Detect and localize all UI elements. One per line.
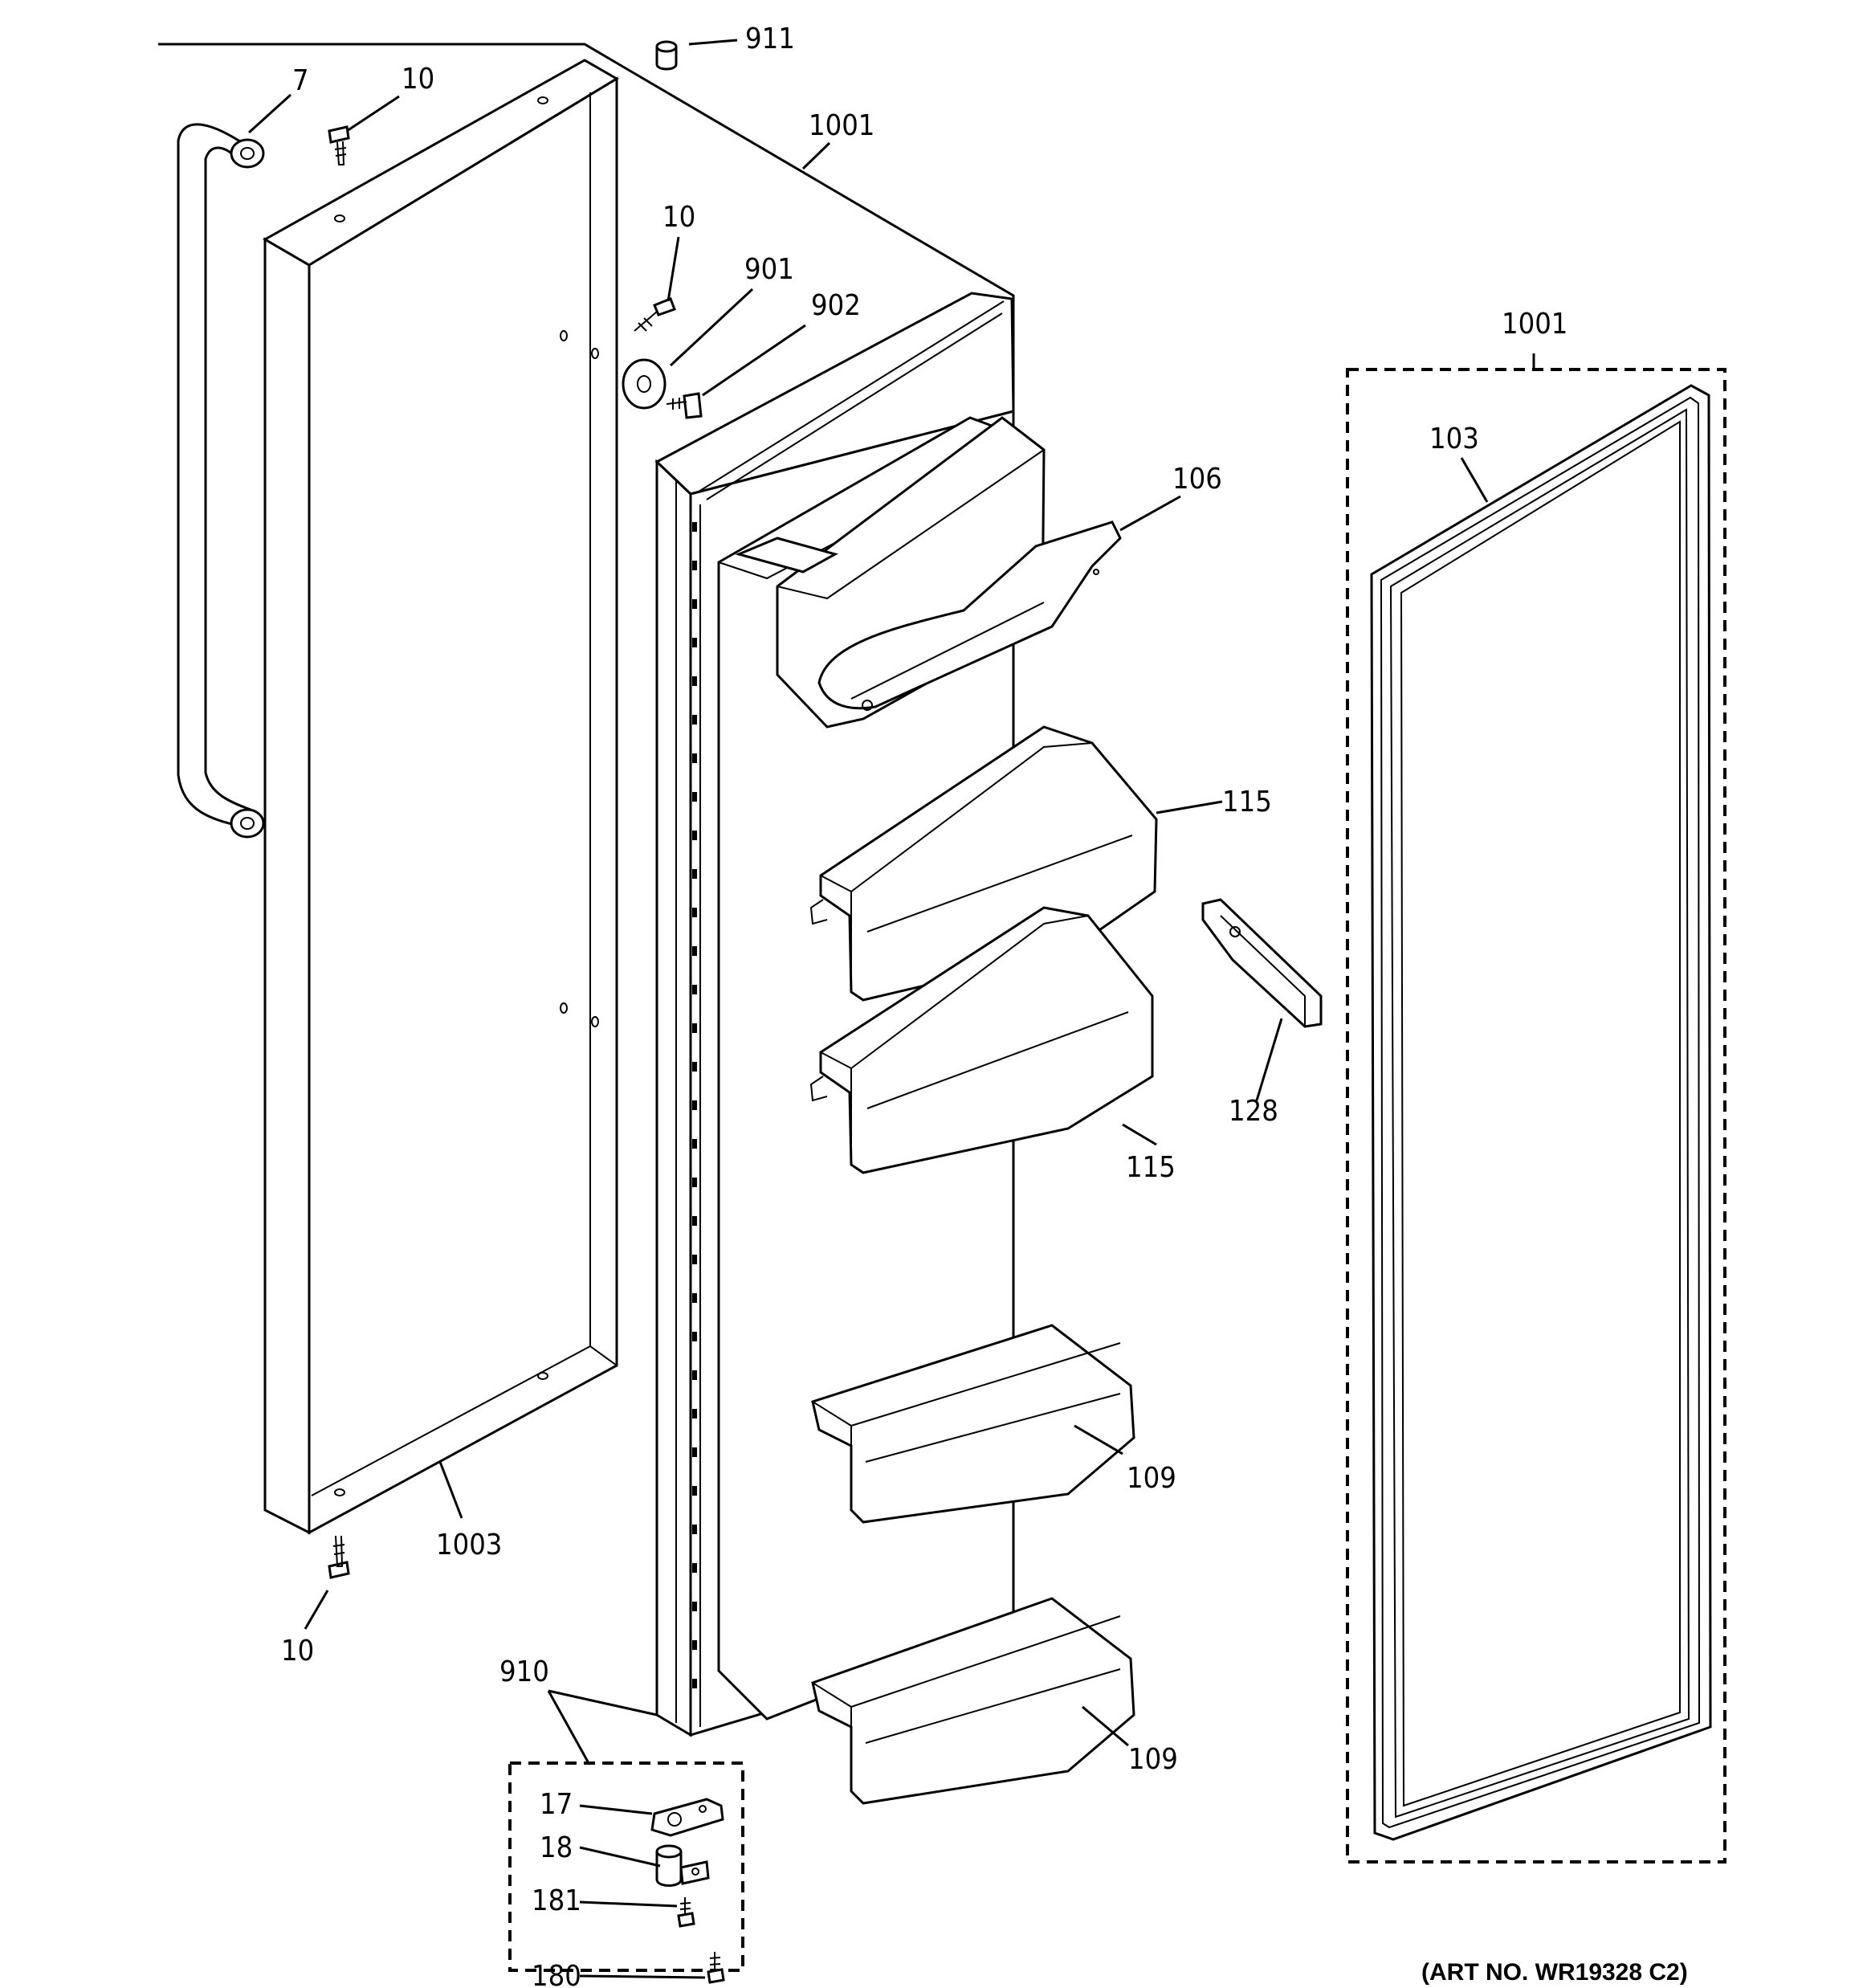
gasket-notch — [692, 908, 697, 917]
door-shelf-upper — [811, 1324, 1135, 1524]
art-number: (ART NO. WR19328 C2) — [1421, 1959, 1688, 1986]
gasket-notch — [692, 1409, 697, 1419]
screw-bottom-left — [328, 1535, 350, 1579]
label-1001-right: 1001 — [1502, 308, 1567, 341]
label-910: 910 — [499, 1655, 549, 1688]
outer-door-panel — [262, 59, 619, 1535]
label-180: 180 — [532, 1960, 581, 1988]
door-handle — [177, 123, 265, 839]
dairy-compartment — [735, 416, 1122, 729]
label-1001-top: 1001 — [809, 109, 874, 142]
label-911: 911 — [745, 22, 795, 55]
gasket-notch — [692, 599, 697, 609]
gasket-notch — [692, 1486, 697, 1496]
gasket-notch — [692, 831, 697, 840]
gasket-notch — [692, 1139, 697, 1149]
label-115-upper: 115 — [1222, 786, 1272, 818]
gasket-notch — [692, 1216, 697, 1226]
gasket-notch — [692, 1178, 697, 1187]
cap-911 — [655, 40, 678, 71]
screw-181 — [677, 1897, 695, 1928]
gasket-notch — [692, 676, 697, 686]
liner-gasket-notches — [692, 522, 697, 1688]
hinge-kit-box — [508, 1761, 744, 1972]
gasket-notch — [692, 561, 697, 570]
label-902: 902 — [811, 289, 861, 322]
label-109-lower: 109 — [1128, 1743, 1178, 1776]
gasket-notch — [692, 1100, 697, 1110]
gasket-notch — [692, 753, 697, 763]
part-labels: 911 7 10 1001 10 901 902 1001 103 106 11… — [281, 22, 1567, 1988]
label-109-upper: 109 — [1127, 1462, 1176, 1495]
gasket-notch — [692, 1679, 697, 1688]
gasket-notch — [692, 1602, 697, 1611]
gasket-notch — [692, 522, 697, 532]
label-1003: 1003 — [436, 1529, 502, 1561]
gasket-notch — [692, 1023, 697, 1033]
label-106: 106 — [1172, 463, 1222, 496]
door-gasket — [1370, 384, 1712, 1841]
gasket-notch — [692, 1525, 697, 1534]
label-901: 901 — [744, 253, 794, 286]
label-128: 128 — [1229, 1095, 1278, 1128]
label-10-top: 10 — [402, 63, 434, 96]
gasket-notch — [692, 1255, 697, 1264]
label-115-lower: 115 — [1126, 1151, 1176, 1184]
shelf-clip — [1201, 898, 1323, 1028]
gasket-notch — [692, 715, 697, 725]
label-17: 17 — [540, 1788, 573, 1821]
label-7: 7 — [292, 64, 309, 97]
leader-lines — [247, 39, 1535, 1979]
label-10-mid: 10 — [662, 201, 695, 234]
gasket-notch — [692, 1293, 697, 1303]
screw-902 — [666, 392, 703, 419]
gasket-notch — [692, 946, 697, 956]
label-10-bottom: 10 — [281, 1635, 314, 1668]
door-bin-lower — [809, 906, 1154, 1174]
door-shelf-lower — [811, 1597, 1135, 1805]
gasket-kit-box — [1346, 368, 1726, 1863]
gasket-notch — [692, 1563, 697, 1573]
gasket-notch — [692, 1640, 697, 1650]
label-103: 103 — [1429, 423, 1479, 455]
label-181: 181 — [532, 1884, 581, 1917]
gasket-notch — [692, 1370, 697, 1380]
gasket-notch — [692, 1447, 697, 1457]
hinge-plate-17 — [650, 1798, 724, 1837]
hinge-pin-18 — [655, 1844, 710, 1887]
screw-180 — [707, 1952, 725, 1984]
gasket-notch — [692, 1332, 697, 1341]
gasket-notch — [692, 792, 697, 802]
label-18: 18 — [540, 1831, 573, 1864]
washer-901 — [622, 358, 667, 410]
screw-hinge-10 — [634, 297, 676, 332]
gasket-notch — [692, 869, 697, 879]
screw-top-left — [328, 125, 350, 165]
gasket-notch — [692, 1062, 697, 1072]
gasket-notch — [692, 985, 697, 994]
gasket-notch — [692, 638, 697, 647]
